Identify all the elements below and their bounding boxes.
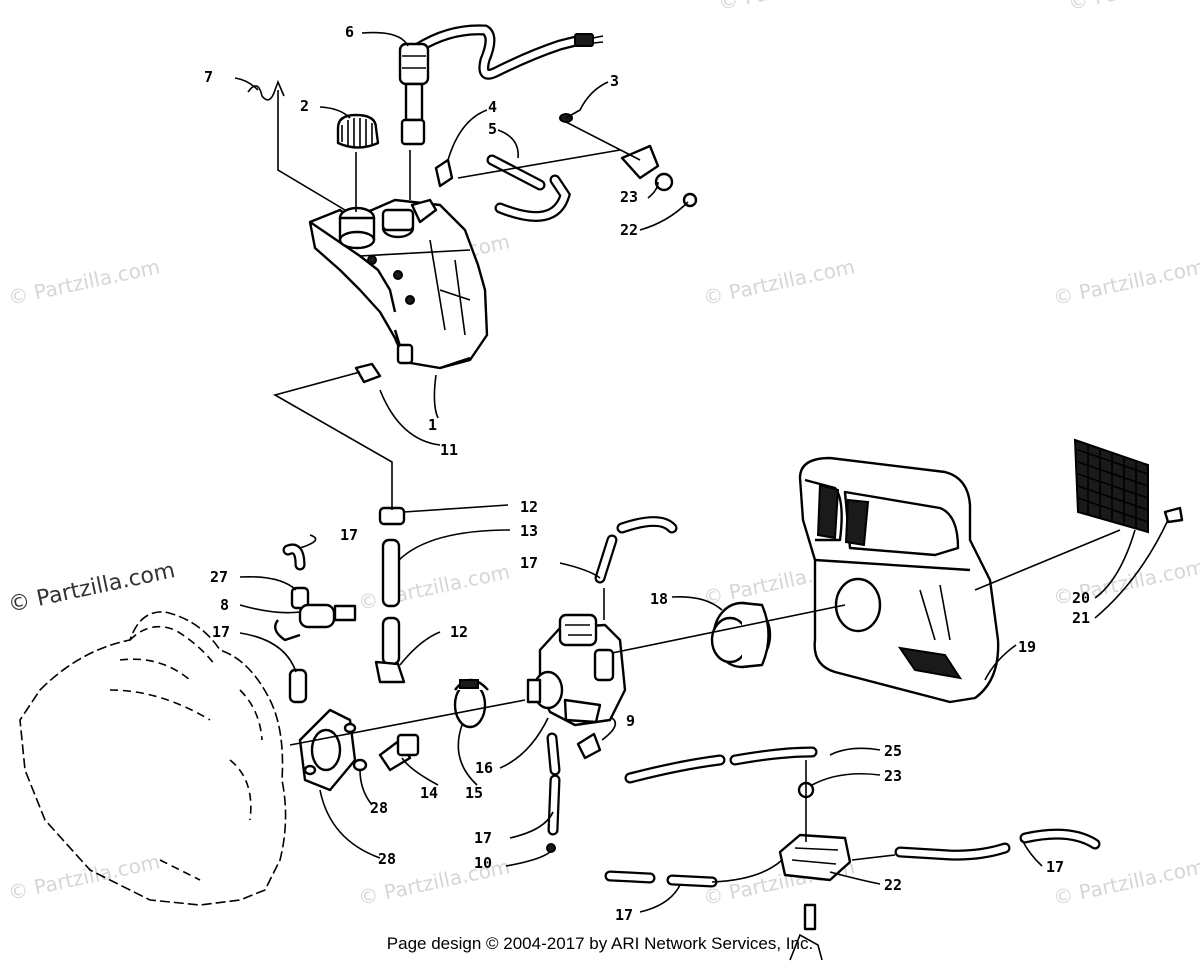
watermark: © Partzilla.com xyxy=(1066,0,1200,15)
page-footer: Page design © 2004-2017 by ARI Network S… xyxy=(386,934,814,953)
callout-17-filter-top: 17 xyxy=(340,526,358,544)
callout-8: 8 xyxy=(220,596,229,614)
callout-labels: 7 2 6 4 5 3 23 22 1 11 12 13 17 17 27 8 … xyxy=(204,23,1090,924)
callout-19: 19 xyxy=(1018,638,1036,656)
watermark-layer: © Partzilla.com © Partzilla.com © Partzi… xyxy=(6,0,1200,910)
callout-1: 1 xyxy=(428,416,437,434)
watermark: © Partzilla.com xyxy=(701,254,857,310)
callout-14: 14 xyxy=(420,784,438,802)
callout-22: 22 xyxy=(884,876,902,894)
callout-17-carb-top: 17 xyxy=(520,554,538,572)
callout-26: 27 xyxy=(210,568,228,586)
tank-cap xyxy=(336,113,380,149)
callout-20: 20 xyxy=(1072,589,1090,607)
carburetor xyxy=(526,613,627,727)
leader-lines xyxy=(234,31,1169,913)
intake-flange xyxy=(298,708,420,792)
callout-2: 2 xyxy=(300,97,309,115)
callout-6: 6 xyxy=(345,23,354,41)
pump-hoses xyxy=(604,746,1101,888)
air-silencer xyxy=(798,456,1000,704)
fuel-tank xyxy=(308,198,489,370)
callout-5: 5 xyxy=(488,120,497,138)
callout-7: 7 xyxy=(204,68,213,86)
callout-13: 13 xyxy=(520,522,538,540)
fuel-line xyxy=(354,362,406,684)
engine-outline xyxy=(19,611,287,906)
callout-10: 10 xyxy=(474,854,492,872)
watermark: © Partzilla.com xyxy=(1051,254,1200,310)
callout-18: 18 xyxy=(650,590,668,608)
watermark-dark: © Partzilla.com xyxy=(6,558,177,618)
fuel-filter xyxy=(274,543,357,704)
callout-17-filter-bottom: 17 xyxy=(212,623,230,641)
vent-bracket xyxy=(559,113,698,208)
callout-4: 4 xyxy=(488,98,497,116)
callout-16: 16 xyxy=(475,759,493,777)
intake-boot xyxy=(710,601,772,669)
callout-28: 28 xyxy=(378,850,396,868)
callout-17-pump-right: 17 xyxy=(1046,858,1064,876)
carb-hoses xyxy=(546,516,678,853)
callout-3: 3 xyxy=(610,72,619,90)
callout-25: 25 xyxy=(884,742,902,760)
fuel-pump xyxy=(778,781,852,961)
watermark: © Partzilla.com xyxy=(1051,854,1200,910)
callout-15: 15 xyxy=(465,784,483,802)
callout-17-pump-left: 17 xyxy=(615,906,633,924)
watermark: © Partzilla.com xyxy=(716,0,872,15)
callout-17-carb-bottom: 17 xyxy=(474,829,492,847)
callout-24: 23 xyxy=(620,188,638,206)
clamp xyxy=(453,678,489,729)
watermark: © Partzilla.com xyxy=(356,559,512,615)
callout-9: 9 xyxy=(626,712,635,730)
callout-23-top: 22 xyxy=(620,221,638,239)
callout-21: 21 xyxy=(1072,609,1090,627)
watermark: © Partzilla.com xyxy=(6,849,162,905)
callout-27: 28 xyxy=(370,799,388,817)
oil-level-sensor xyxy=(398,24,604,146)
callout-12-top: 12 xyxy=(520,498,538,516)
intake-screen xyxy=(1073,438,1184,534)
callout-11: 11 xyxy=(440,441,458,459)
watermark: © Partzilla.com xyxy=(6,254,162,310)
callout-12-bottom: 12 xyxy=(450,623,468,641)
vent-fitting xyxy=(434,154,571,222)
callout-23-pump: 23 xyxy=(884,767,902,785)
